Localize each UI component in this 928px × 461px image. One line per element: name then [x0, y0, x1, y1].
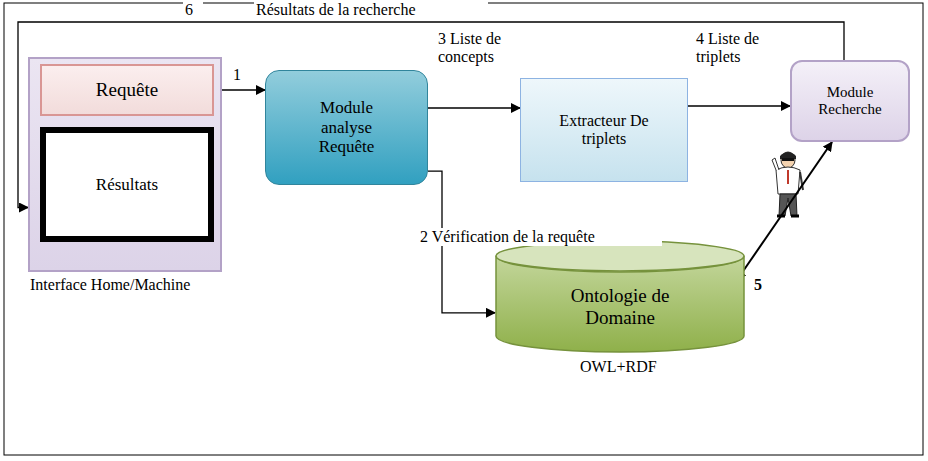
frame-border: [4, 3, 923, 455]
edge-label: 5: [752, 276, 772, 294]
flow-arrow: [18, 22, 844, 208]
node-label: Extracteur De triplets: [552, 112, 657, 149]
node-label: Requête: [96, 79, 158, 101]
edge-label: 3 Liste de concepts: [436, 30, 522, 65]
process-box: Module analyse Requête: [265, 70, 428, 185]
flow-arrow: [688, 105, 790, 106]
node-label: Module analyse Requête: [299, 98, 394, 157]
process-box: Extracteur De triplets: [520, 78, 688, 182]
edge-label: 4 Liste de triplets: [694, 30, 778, 65]
node-label: Ontologie de Domaine: [555, 285, 685, 329]
interface-panel: Interface Home/MachineRequêteRésultats: [28, 57, 222, 272]
node-caption: OWL+RDF: [580, 358, 657, 376]
database-cylinder: OWL+RDFOntologie de Domaine: [495, 240, 745, 352]
query-box: Requête: [40, 64, 214, 116]
callout-number: 6: [183, 1, 203, 19]
edge-label: Résultats de la recherche: [254, 1, 488, 19]
flow-arrow: [428, 107, 520, 108]
results-box: Résultats: [40, 127, 214, 242]
node-label: Résultats: [96, 175, 158, 195]
process-box: Module Recherche: [790, 60, 910, 142]
edge-label: 1: [231, 66, 251, 84]
flow-arrow: [737, 142, 832, 280]
edge-label: 2 Vérification de la requête: [418, 228, 662, 246]
node-caption: Interface Home/Machine: [30, 276, 190, 294]
node-label: Module Recherche: [803, 84, 898, 119]
